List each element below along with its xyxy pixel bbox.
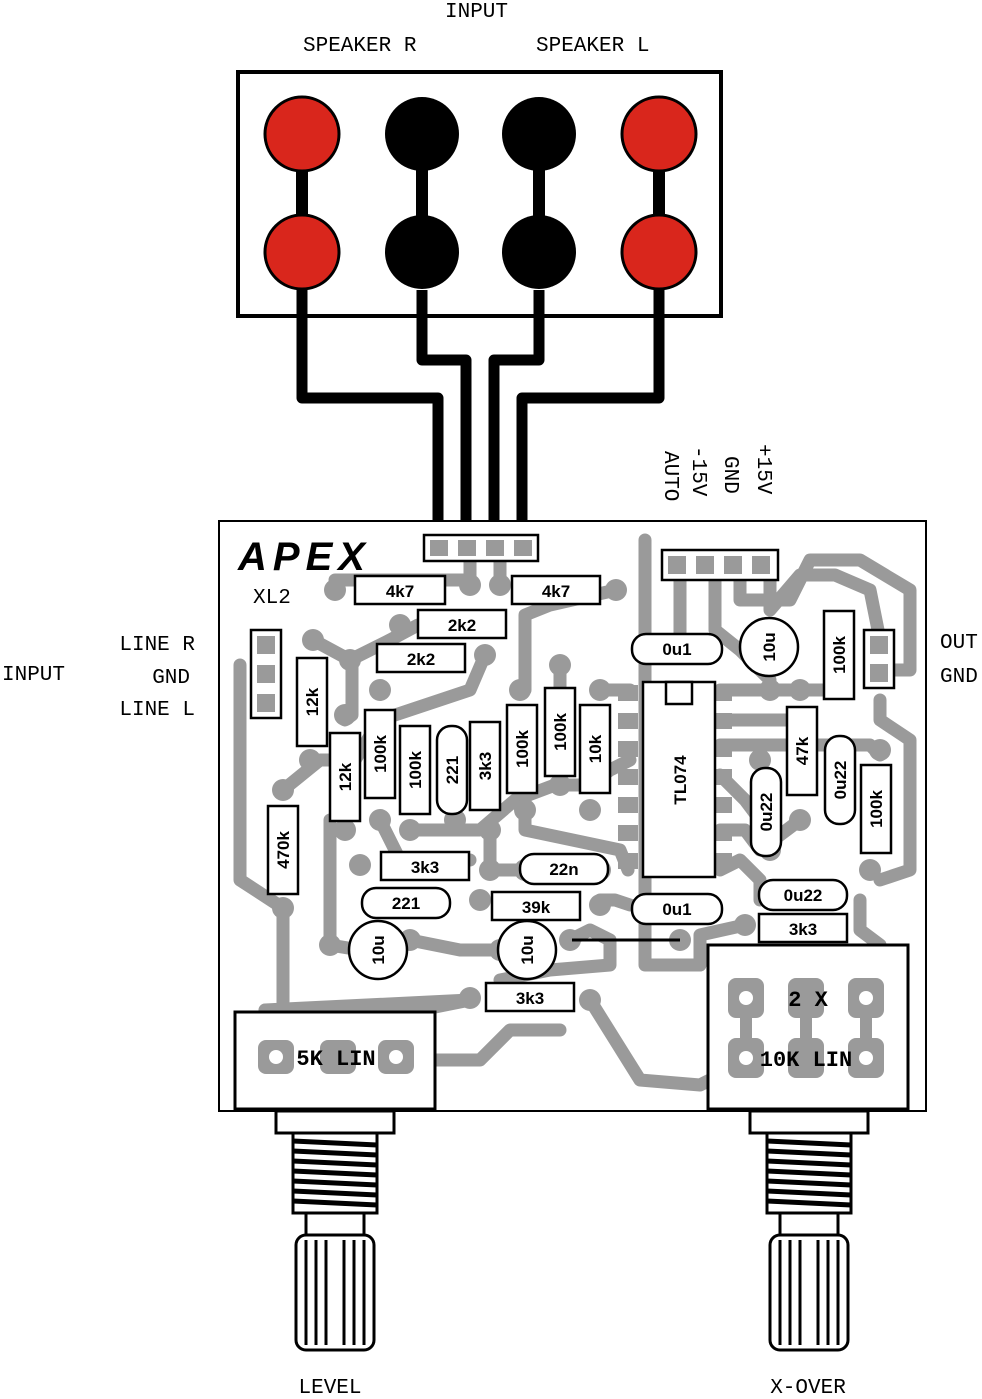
capacitor-10u-a: 10u	[369, 935, 388, 964]
capacitor-0u22-a: 0u22	[757, 793, 776, 832]
label-line-r: LINE R	[119, 634, 195, 657]
header-output	[862, 628, 896, 690]
label-line-l: LINE L	[119, 699, 195, 722]
terminal-l-minus-bottom	[502, 215, 576, 289]
resistor-2k2-a: 2k2	[448, 616, 476, 635]
label-level: LEVEL	[298, 1377, 361, 1399]
resistor-2k2-b: 2k2	[407, 650, 435, 669]
terminal-l-plus-top	[620, 95, 698, 173]
terminal-r-plus-top	[263, 95, 341, 173]
label-speaker-r: SPEAKER R	[303, 35, 417, 58]
resistor-3k3-a: 3k3	[476, 752, 495, 780]
apex-logo: APEX	[237, 535, 371, 579]
resistor-12k-b: 12k	[336, 762, 355, 791]
capacitor-10u-b: 10u	[518, 935, 537, 964]
resistor-12k-a: 12k	[303, 687, 322, 716]
header-line-input	[249, 628, 283, 720]
resistor-3k3-c: 3k3	[516, 989, 544, 1008]
label-out: OUT	[940, 632, 978, 655]
resistor-100k-d: 100k	[551, 713, 570, 751]
capacitor-221-a: 221	[443, 756, 462, 784]
capacitor-0u22-c: 0u22	[784, 886, 823, 905]
xover-pot-value: 10K LIN	[760, 1048, 852, 1073]
terminal-l-minus-top	[502, 97, 576, 171]
capacitor-0u1-a: 0u1	[662, 640, 691, 659]
label-speaker-l: SPEAKER L	[536, 35, 649, 58]
ic-label: TL074	[671, 755, 690, 805]
ic-tl074-package	[618, 680, 732, 879]
label-minus15v: -15V	[686, 446, 709, 497]
level-pot-value: 5K LIN	[296, 1047, 375, 1072]
label-gnd-right: GND	[940, 666, 978, 689]
capacitor-10u-c: 10u	[760, 632, 779, 661]
terminal-r-minus-top	[385, 97, 459, 171]
resistor-470k: 470k	[274, 831, 293, 869]
terminal-r-plus-bottom	[263, 213, 341, 291]
resistor-39k: 39k	[522, 898, 551, 917]
label-input-left: INPUT	[2, 664, 65, 687]
resistor-100k-b: 100k	[406, 751, 425, 789]
header-speaker-input	[422, 533, 540, 563]
label-plus15v: +15V	[751, 444, 774, 495]
resistor-3k3-d: 3k3	[789, 920, 817, 939]
resistor-3k3-b: 3k3	[411, 858, 439, 877]
resistor-100k-c: 100k	[513, 730, 532, 768]
capacitor-0u1-b: 0u1	[662, 900, 691, 919]
terminal-l-plus-bottom	[620, 213, 698, 291]
resistor-100k-f: 100k	[867, 790, 886, 828]
header-power	[660, 548, 780, 582]
label-xl2: XL2	[253, 587, 291, 610]
resistor-100k-a: 100k	[371, 735, 390, 773]
level-pot-shaft	[274, 1109, 396, 1352]
resistor-4k7-a: 4k7	[386, 582, 414, 601]
label-gnd-power: GND	[718, 456, 741, 494]
label-auto: AUTO	[658, 451, 681, 501]
label-gnd-left: GND	[152, 667, 190, 690]
capacitor-22n: 22n	[549, 860, 578, 879]
resistor-47k: 47k	[793, 736, 812, 765]
xover-pot-shaft	[748, 1109, 870, 1352]
xover-pot-multiplier: 2 X	[788, 988, 828, 1013]
capacitor-221-b: 221	[392, 894, 420, 913]
terminal-r-minus-bottom	[385, 215, 459, 289]
speaker-wires	[296, 290, 665, 545]
capacitor-0u22-b: 0u22	[831, 761, 850, 800]
resistor-100k-e: 100k	[830, 636, 849, 674]
label-xover: X-OVER	[770, 1377, 846, 1399]
resistor-4k7-b: 4k7	[542, 582, 570, 601]
label-input-top: INPUT	[445, 1, 508, 24]
resistor-10k: 10k	[586, 734, 605, 763]
